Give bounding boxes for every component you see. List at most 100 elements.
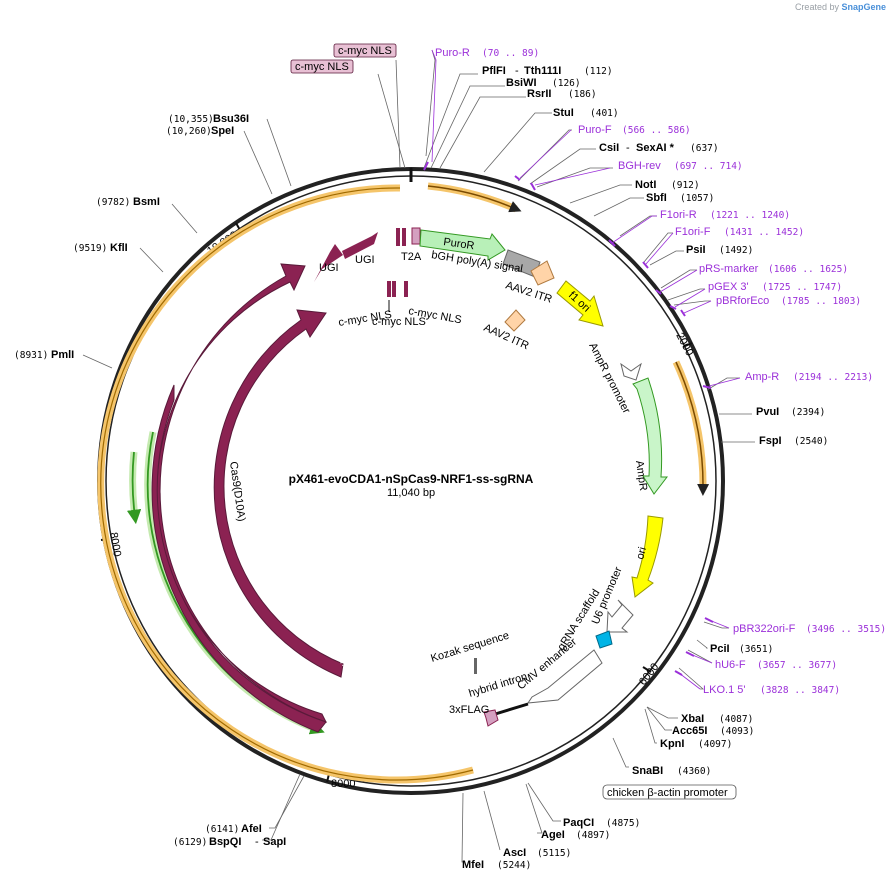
site-asci-pos: (5115) bbox=[537, 848, 571, 859]
site-bgh-rev-pos: (697 .. 714) bbox=[674, 161, 743, 172]
feature-hybrid-intron[interactable] bbox=[491, 702, 529, 717]
primer-leaders bbox=[431, 49, 741, 690]
feature-grna-scaffold[interactable] bbox=[595, 630, 613, 649]
feature-label-kozak: Kozak sequence bbox=[429, 630, 510, 665]
chicken-actin-box bbox=[602, 784, 737, 800]
feature-label-3xflag: 3xFLAG bbox=[449, 704, 489, 716]
plasmid-name: pX461-evoCDA1-nSpCas9-NRF1-ss-sgRNA bbox=[289, 472, 534, 486]
feature-ampr[interactable] bbox=[632, 377, 669, 495]
site-pmli: PmlI bbox=[51, 349, 74, 361]
feature-nls-inner-1 bbox=[387, 281, 391, 297]
site-bsu36i: Bsu36I bbox=[213, 113, 249, 125]
tick-label-2000: 2000 bbox=[673, 331, 695, 358]
site-kpni-pos: (4097) bbox=[698, 739, 732, 750]
site-bsmi: BsmI bbox=[133, 196, 160, 208]
site-pmli-pos: (8931) bbox=[14, 350, 48, 361]
feature-label-ampr: AmpR bbox=[633, 460, 649, 492]
site-agei: AgeI bbox=[541, 829, 565, 841]
feature-kozak bbox=[474, 658, 477, 674]
site-noti-pos: (912) bbox=[671, 180, 700, 191]
site-bsiwi-pos: (126) bbox=[552, 78, 581, 89]
site-noti: NotI bbox=[635, 179, 656, 191]
feature-aav2-itr-2[interactable] bbox=[504, 309, 526, 332]
site-pgex3-pos: (1725 .. 1747) bbox=[762, 282, 842, 293]
site-amp-r-pos: (2194 .. 2213) bbox=[793, 372, 873, 383]
site-puro-f: Puro-F bbox=[578, 124, 612, 136]
feature-label-aav2-itr-1: AAV2 ITR bbox=[504, 279, 553, 305]
site-acc65i-pos: (4093) bbox=[720, 726, 754, 737]
feature-label-ugi-2: UGI bbox=[355, 254, 375, 266]
site-csii-pos: (637) bbox=[690, 143, 719, 154]
site-hu6-f: hU6-F bbox=[715, 659, 746, 671]
feature-cas9-body[interactable] bbox=[151, 384, 327, 733]
site-f1ori-f-pos: (1431 .. 1452) bbox=[724, 227, 804, 238]
chicken-actin-label: chicken β-actin promoter bbox=[607, 787, 728, 799]
cmyc-nls-box-label-2: c-myc NLS bbox=[295, 61, 349, 73]
site-csii: CsiI bbox=[599, 142, 619, 154]
site-xbai: XbaI bbox=[681, 713, 704, 725]
feature-u6-promoter[interactable] bbox=[606, 599, 634, 633]
site-mfei-pos: (5244) bbox=[497, 860, 531, 871]
feature-ori[interactable] bbox=[631, 515, 664, 598]
site-stui-pos: (401) bbox=[590, 108, 619, 119]
feature-label-aav2-itr-2: AAV2 ITR bbox=[482, 322, 531, 353]
credit-brand: SnapGene bbox=[841, 2, 886, 12]
feature-ampr-promoter[interactable] bbox=[620, 362, 642, 381]
feature-puror[interactable] bbox=[419, 229, 506, 261]
feature-nls-bar-1 bbox=[396, 228, 400, 246]
site-pflfi-pos: (112) bbox=[584, 66, 613, 77]
feature-ugi-1[interactable] bbox=[314, 244, 343, 282]
site-kfli-pos: (9519) bbox=[73, 243, 107, 254]
site-afei: AfeI bbox=[241, 823, 262, 835]
cas9-dotted-end bbox=[338, 659, 347, 671]
site-bspqi-pos: (6129) bbox=[173, 837, 207, 848]
feature-nls-inner-2 bbox=[392, 281, 396, 297]
site-fspi: FspI bbox=[759, 435, 782, 447]
site-lko15: LKO.1 5' bbox=[703, 684, 745, 696]
site-dash-3: - bbox=[255, 836, 259, 848]
cmyc-nls-box-2 bbox=[290, 59, 354, 74]
site-pcii: PciI bbox=[710, 643, 730, 655]
site-f1ori-r: F1ori-R bbox=[660, 209, 697, 221]
site-pbr322ori-f: pBR322ori-F bbox=[733, 623, 796, 635]
site-pcii-pos: (3651) bbox=[739, 644, 773, 655]
site-xbai-pos: (4087) bbox=[719, 714, 753, 725]
feature-f1-ori[interactable] bbox=[556, 280, 604, 327]
orf-arc-cas9-line bbox=[100, 187, 474, 781]
site-pbrforeco-pos: (1785 .. 1803) bbox=[781, 296, 861, 307]
feature-label-ori: ori bbox=[634, 546, 649, 561]
site-kfli: KflI bbox=[110, 242, 128, 254]
snapgene-credit: Created by SnapGene bbox=[795, 2, 886, 12]
feature-cas9-d10a[interactable] bbox=[213, 309, 344, 678]
feature-nls-bar-2 bbox=[402, 228, 406, 246]
site-pvui-pos: (2394) bbox=[791, 407, 825, 418]
site-snabi: SnaBI bbox=[632, 765, 663, 777]
feature-3xflag[interactable] bbox=[483, 709, 499, 727]
site-sexai: SexAI * bbox=[636, 142, 675, 154]
cmyc-nls-box-1 bbox=[333, 43, 397, 58]
site-rsrii: RsrII bbox=[527, 88, 551, 100]
site-prs-marker-pos: (1606 .. 1625) bbox=[768, 264, 848, 275]
site-pbr322ori-f-pos: (3496 .. 3515) bbox=[806, 624, 886, 635]
site-amp-r: Amp-R bbox=[745, 371, 779, 383]
feature-ugi-2[interactable] bbox=[342, 232, 378, 259]
site-hu6-f-pos: (3657 .. 3677) bbox=[757, 660, 837, 671]
feature-aav2-itr-1[interactable] bbox=[530, 260, 555, 286]
feature-t2a[interactable] bbox=[411, 227, 421, 245]
site-afei-pos: (6141) bbox=[205, 824, 239, 835]
site-psii: PsiI bbox=[686, 244, 706, 256]
feature-cmv-enhancer[interactable] bbox=[526, 649, 603, 704]
site-dash-2: - bbox=[626, 142, 630, 154]
site-pvui: PvuI bbox=[756, 406, 779, 418]
site-sbfi: SbfI bbox=[646, 192, 667, 204]
tick-4000 bbox=[642, 666, 652, 673]
feature-label-ugi-1: UGI bbox=[319, 262, 339, 274]
site-spei: SpeI bbox=[211, 125, 234, 137]
feature-label-puror: PuroR bbox=[443, 236, 476, 252]
site-bsiwi: BsiWI bbox=[506, 77, 537, 89]
site-prs-marker: pRS-marker bbox=[699, 263, 759, 275]
site-pgex3: pGEX 3' bbox=[708, 281, 749, 293]
feature-label-ampr-promoter: AmpR promoter bbox=[586, 341, 632, 416]
tick-marks: 2000 6000 8000 8000 10,000 bbox=[100, 222, 695, 790]
